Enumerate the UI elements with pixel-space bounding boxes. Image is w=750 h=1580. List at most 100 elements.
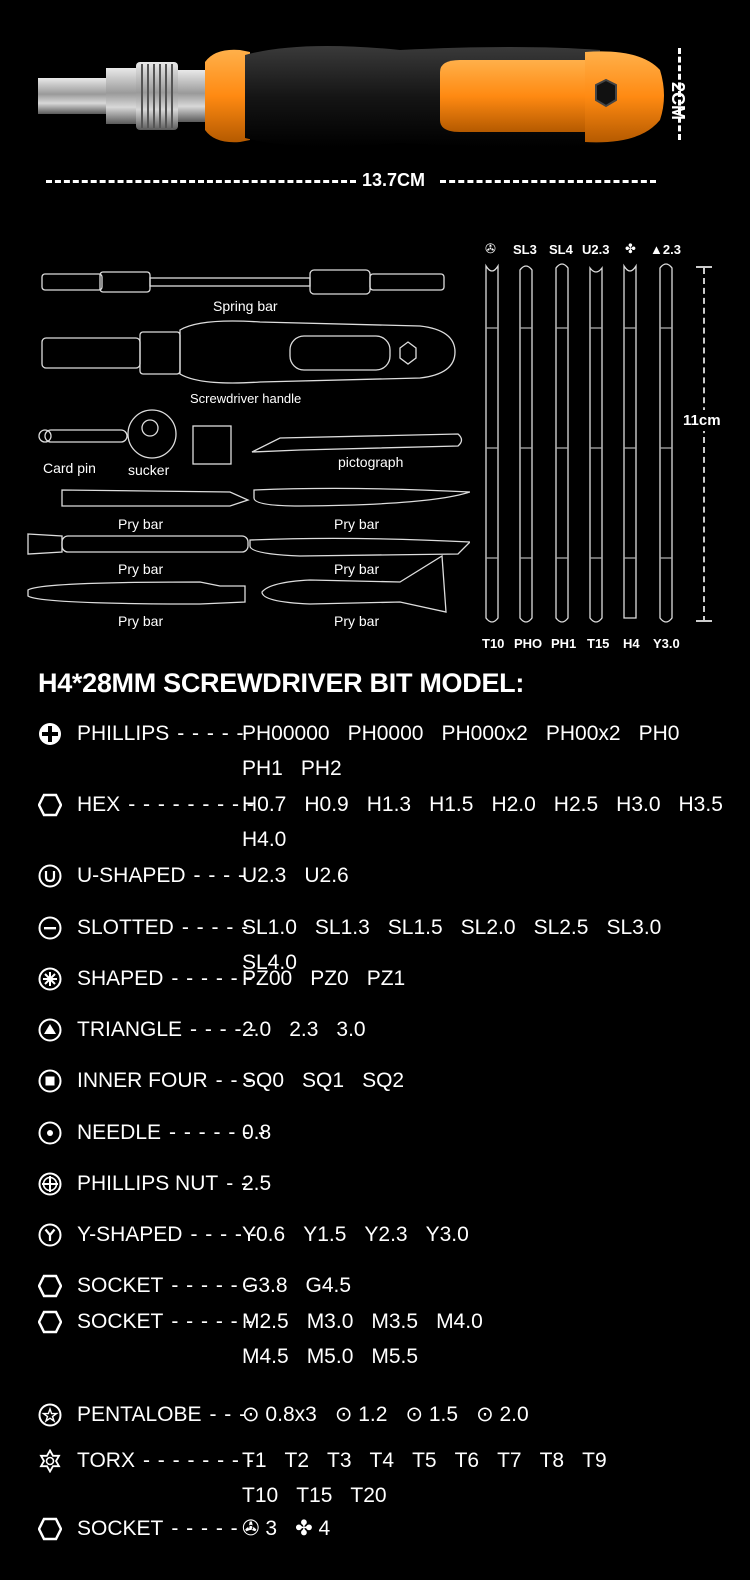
- bit-size-value: M3.5: [371, 1310, 419, 1333]
- bit-size-values: ✇ 3✤ 4: [242, 1511, 742, 1546]
- bit-type-label: SLOTTED: [77, 916, 174, 939]
- screwdriver-handle-label: Screwdriver handle: [190, 391, 302, 406]
- bit-size-value: SL1.3: [314, 916, 370, 939]
- bit-size-value: H1.5: [429, 793, 474, 816]
- bit-size-value: 2.3: [289, 1018, 319, 1041]
- screwdriver-photo: [0, 0, 750, 200]
- bit-size-value: M5.0: [306, 1345, 354, 1368]
- bit-size-value: PZ0: [310, 967, 349, 990]
- pictograph-label: pictograph: [338, 454, 404, 470]
- leader-dashes: - - - - -: [190, 1223, 258, 1246]
- bits-drawing: [476, 258, 696, 630]
- tri-wing-symbol-icon: ✇: [485, 241, 496, 256]
- bit-size-value: T9: [582, 1449, 607, 1472]
- bit-size-value: PH00x2: [545, 722, 621, 745]
- length-dimension-line-left: [46, 180, 356, 183]
- bit-size-value: M2.5: [242, 1310, 289, 1333]
- bit-size-value: PH000x2: [441, 722, 528, 745]
- bit-type-label: TRIANGLE: [77, 1018, 183, 1041]
- bit-size-value: T3: [327, 1449, 352, 1472]
- bit-size-value: SL2.0: [460, 916, 516, 939]
- bit-size-value: SQ0: [242, 1069, 285, 1092]
- bit-size-value: H0.7: [242, 793, 287, 816]
- leader-dashes: - - - - - -: [171, 1310, 254, 1333]
- leader-dashes: - - - - - -: [171, 1274, 254, 1297]
- sucker-label: sucker: [128, 462, 170, 478]
- pry-bar-label-6: Pry bar: [334, 613, 380, 629]
- bit-size-value: U2.6: [304, 864, 349, 887]
- pry-bar-label-2: Pry bar: [334, 516, 380, 532]
- bit-bottom-label-y30: Y3.0: [653, 636, 680, 651]
- bit-size-value: Y1.5: [303, 1223, 347, 1246]
- tools-drawing: [0, 230, 472, 640]
- bit-size-value: SQ2: [362, 1069, 405, 1092]
- bit-size-values: G3.8 G4.5: [242, 1268, 742, 1303]
- leader-dashes: - - - - -: [177, 722, 245, 745]
- leader-dashes: - - - - -: [181, 916, 250, 939]
- bit-size-value: SL3.0: [606, 916, 662, 939]
- leader-dashes: - - - - - -: [171, 1517, 254, 1540]
- leader-dashes: - - - - - -: [171, 967, 254, 990]
- bit-size-value: Y0.6: [242, 1223, 286, 1246]
- bit-size-value: SQ1: [302, 1069, 345, 1092]
- bit-bottom-label-h4: H4: [623, 636, 640, 651]
- bit-size-value: H3.0: [616, 793, 661, 816]
- bit-size-value: SL4.0: [242, 951, 297, 974]
- bit-size-value: H1.3: [366, 793, 412, 816]
- bit-size-value: PH1: [242, 757, 283, 780]
- leader-dashes: - - - - - - - - -: [128, 793, 255, 816]
- y-shaped-icon: [38, 1223, 62, 1247]
- bit-size-value: T1: [242, 1449, 267, 1472]
- leader-dashes: - - -: [209, 1403, 248, 1426]
- bit-size-value: PH0: [638, 722, 680, 745]
- bit-size-value: T10: [242, 1484, 279, 1507]
- length-dimension-label: 13.7CM: [362, 170, 426, 190]
- bit-bottom-label-ph1: PH1: [551, 636, 577, 651]
- bit-size-value: ⊙ 1.5: [405, 1403, 459, 1426]
- bit-type-label: NEEDLE: [77, 1121, 162, 1144]
- bit-size-value: G4.5: [305, 1274, 352, 1297]
- bit-size-value: T7: [497, 1449, 522, 1472]
- bit-type-label: SOCKET: [77, 1274, 164, 1297]
- bit-type-label: PHILLIPS: [77, 722, 170, 745]
- bit-size-value: T6: [454, 1449, 480, 1472]
- bit-size-values: 2.5: [242, 1166, 742, 1201]
- bit-size-value: M5.5: [371, 1345, 419, 1368]
- pry-bar-label-3: Pry bar: [118, 561, 164, 577]
- height-dimension-line: [678, 48, 684, 140]
- bit-size-values: 0.8: [242, 1115, 742, 1150]
- bit-type-label: PHILLIPS NUT: [77, 1172, 219, 1195]
- bit-size-value: ⊙ 1.2: [334, 1403, 388, 1426]
- bit-size-value: 0.8: [242, 1121, 272, 1144]
- bit-type-label: SHAPED: [77, 967, 164, 990]
- slotted-icon: [38, 916, 62, 940]
- bit-size-value: H2.5: [553, 793, 599, 816]
- bit-type-label: TORX: [77, 1449, 135, 1472]
- leader-dashes: - - - - - - -: [169, 1121, 266, 1144]
- bit-top-label-sl3: SL3: [513, 242, 537, 257]
- bit-size-value: T4: [369, 1449, 395, 1472]
- bit-size-value: M4.0: [436, 1310, 483, 1333]
- bit-bottom-label-t10: T10: [482, 636, 505, 651]
- leader-dashes: - - - - -: [190, 1018, 258, 1041]
- bit-bottom-label-pho: PHO: [514, 636, 543, 651]
- bit-size-value: G3.8: [242, 1274, 288, 1297]
- socket-icon: [37, 1310, 63, 1334]
- bit-size-values: SQ0 SQ1 SQ2: [242, 1063, 742, 1098]
- bit-size-value: ⊙ 2.0: [476, 1403, 529, 1426]
- bit-size-value: T2: [284, 1449, 310, 1472]
- bit-size-value: SL1.5: [387, 916, 443, 939]
- bit-length-dimension-top-tick: [696, 266, 712, 268]
- torx-icon: [38, 1448, 62, 1474]
- height-dimension-label: 2CM: [668, 82, 688, 121]
- bit-size-value: T15: [296, 1484, 333, 1507]
- bit-top-label-tri23: ▲2.3: [650, 242, 681, 257]
- shaped-icon: [38, 967, 62, 991]
- spring-bar-label: Spring bar: [213, 298, 278, 314]
- bit-size-value: Y3.0: [425, 1223, 469, 1246]
